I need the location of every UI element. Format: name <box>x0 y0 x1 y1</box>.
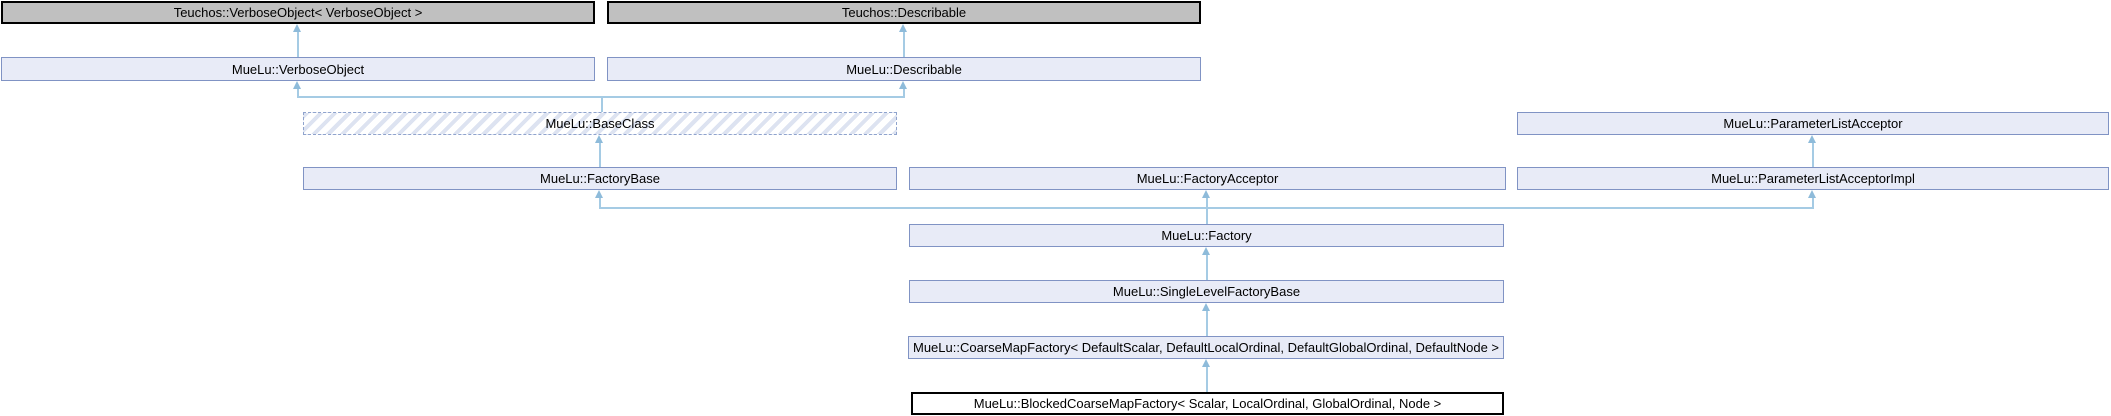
edge-baseclass-verboseobject-arrowhead <box>293 81 301 89</box>
edge-factory-bus-line <box>599 207 1814 209</box>
node-muelu-describable[interactable]: MueLu::Describable <box>607 57 1201 81</box>
edge-plimpl-placceptor-arrowhead <box>1808 135 1816 143</box>
edge-factorybase-baseclass-arrowhead <box>595 135 603 143</box>
edge-baseclass-describable-line <box>903 87 905 97</box>
node-teuchos-describable[interactable]: Teuchos::Describable <box>607 1 1201 24</box>
edge-baseclass-verboseobject-line <box>297 87 299 97</box>
edge-coarsemap-singlelevel-arrowhead <box>1202 303 1210 311</box>
edge-factorybase-baseclass-line <box>599 141 601 167</box>
edge-coarsemap-singlelevel-line <box>1206 309 1208 336</box>
edge-factory-plimpl-line <box>1812 196 1814 209</box>
node-muelu-verboseobject[interactable]: MueLu::VerboseObject <box>1 57 595 81</box>
node-muelu-parameterlistacceptor[interactable]: MueLu::ParameterListAcceptor <box>1517 112 2109 135</box>
edge-verboseobject-line <box>297 30 299 57</box>
node-teuchos-verboseobject[interactable]: Teuchos::VerboseObject< VerboseObject > <box>1 1 595 24</box>
node-muelu-parameterlistacceptorimpl[interactable]: MueLu::ParameterListAcceptorImpl <box>1517 167 2109 190</box>
edge-plimpl-placceptor-line <box>1812 141 1814 167</box>
edge-factory-factoryacceptor-line <box>1206 196 1208 224</box>
edge-blocked-coarsemap-line <box>1206 365 1208 392</box>
edge-baseclass-describable-arrowhead <box>899 81 907 89</box>
edge-factory-plimpl-arrowhead <box>1808 190 1816 198</box>
node-muelu-singlelevelfactorybase[interactable]: MueLu::SingleLevelFactoryBase <box>909 280 1504 303</box>
edge-verboseobject-arrowhead <box>293 24 301 32</box>
node-muelu-blockedcoarsemapfactory: MueLu::BlockedCoarseMapFactory< Scalar, … <box>911 392 1504 415</box>
edge-factory-factorybase-arrowhead <box>595 190 603 198</box>
edge-describable-arrowhead <box>899 24 907 32</box>
edge-singlelevel-factory-arrowhead <box>1202 247 1210 255</box>
edge-baseclass-drop-line <box>601 96 603 112</box>
edge-factory-factoryacceptor-arrowhead <box>1202 190 1210 198</box>
node-muelu-factoryacceptor[interactable]: MueLu::FactoryAcceptor <box>909 167 1506 190</box>
node-muelu-coarsemapfactory[interactable]: MueLu::CoarseMapFactory< DefaultScalar, … <box>908 336 1504 359</box>
edge-singlelevel-factory-line <box>1206 253 1208 280</box>
node-muelu-factory[interactable]: MueLu::Factory <box>909 224 1504 247</box>
node-muelu-baseclass: MueLu::BaseClass <box>303 112 897 135</box>
node-muelu-factorybase[interactable]: MueLu::FactoryBase <box>303 167 897 190</box>
edge-factory-factorybase-line <box>599 196 601 209</box>
edge-describable-line <box>903 30 905 57</box>
edge-blocked-coarsemap-arrowhead <box>1202 359 1210 367</box>
